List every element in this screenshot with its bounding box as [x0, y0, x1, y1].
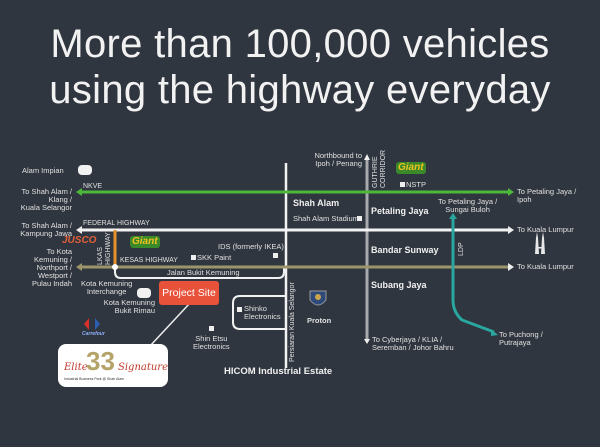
- dest-puchong: To Puchong /Putrajaya: [499, 330, 543, 347]
- stadium-marker: [357, 216, 362, 221]
- elite-33-signature-logo: Elite 33 Signature Industrial Business P…: [58, 344, 168, 387]
- stadium-label: Shah Alam Stadium: [293, 214, 359, 223]
- carrefour-logo-icon: [84, 318, 100, 330]
- giant-logo-1: Giant: [130, 236, 160, 248]
- dest-pj-ipoh: To Petaling Jaya /Ipoh: [517, 187, 577, 204]
- skk-paint-label: SKK Paint: [197, 253, 232, 262]
- southbound-arrow-icon: [364, 339, 370, 344]
- persiaran-label: Persiaran Kuala Selangor: [289, 282, 296, 362]
- federal-west-arrow-icon: [76, 226, 82, 234]
- northbound-arrow-icon: [364, 154, 370, 160]
- nstp-marker: [400, 182, 405, 187]
- project-callout-line: [149, 302, 191, 347]
- ids-label: IDS (formerly IKEA): [218, 242, 284, 251]
- shin-etsu-marker: [209, 326, 214, 331]
- bukit-rimau-marker: [137, 288, 151, 298]
- guthrie-corridor-label: GUTHRIE CORRIDOR: [372, 149, 387, 188]
- proton-label: Proton: [307, 316, 332, 325]
- kesas-highway-label: KESAS HIGHWAY: [120, 257, 178, 264]
- alam-impian-label: Alam Impian: [22, 166, 64, 175]
- shah-alam-label: Shah Alam: [293, 198, 340, 208]
- ldp-north-arrow-icon: [449, 213, 457, 219]
- jalan-bukit-kemuning-road: [114, 267, 285, 279]
- kota-kemuning-interchange-node: [112, 264, 118, 270]
- nkve-east-arrow-icon: [508, 188, 514, 196]
- federal-highway-label: FEDERAL HIGHWAY: [83, 220, 150, 227]
- carrefour-label: Carrefour: [82, 331, 105, 337]
- dest-shah-alam-klang: To Shah Alam /Klang /Kuala Selangor: [20, 187, 72, 212]
- nkve-label: NKVE: [83, 183, 103, 190]
- dest-pj-sungai-buloh: To Petaling Jaya /Sungai Buloh: [438, 197, 498, 214]
- proton-logo-icon: [309, 290, 327, 306]
- shinko-marker: [237, 307, 242, 312]
- hicom-label: HICOM Industrial Estate: [224, 366, 333, 377]
- alam-impian-marker: [78, 165, 92, 175]
- ldp-label: LDP: [458, 242, 465, 256]
- ldp-road: [451, 218, 495, 334]
- ldp-south-arrow-icon: [491, 329, 498, 336]
- dest-shah-alam-kampung-jawa: To Shah Alam /Kampung Jawa: [20, 221, 72, 238]
- shinko-loop-road: [232, 295, 286, 330]
- bandar-sunway-label: Bandar Sunway: [371, 245, 439, 255]
- jusco-logo: JUSCO: [62, 235, 97, 246]
- skk-marker: [191, 255, 196, 260]
- project-site-marker[interactable]: Project Site: [159, 281, 219, 305]
- lkas-highway-label: LKAS HIGHWAY: [97, 232, 112, 265]
- headline-line1: More than 100,000 vehicles: [50, 22, 550, 66]
- nstp-label: NSTP: [406, 180, 427, 189]
- dest-kl-kesas: To Kuala Lumpur: [517, 262, 574, 271]
- petaling-jaya-label: Petaling Jaya: [371, 206, 429, 216]
- jalan-bukit-kemuning-label: Jalan Bukit Kemuning: [167, 268, 240, 277]
- kesas-east-arrow-icon: [508, 263, 514, 271]
- petronas-towers-icon: [535, 232, 545, 254]
- headline-line2: using the highway everyday: [49, 68, 551, 112]
- kesas-west-arrow-icon: [76, 263, 82, 271]
- nkve-west-arrow-icon: [76, 188, 82, 196]
- subang-jaya-label: Subang Jaya: [371, 280, 427, 290]
- dest-cyberjaya: To Cyberjaya / KLIA /Seremban / Johor Ba…: [372, 335, 454, 352]
- ids-marker: [273, 253, 278, 258]
- giant-logo-2: Giant: [396, 162, 426, 174]
- dest-kl-federal: To Kuala Lumpur: [517, 225, 574, 234]
- federal-east-arrow-icon: [508, 226, 514, 234]
